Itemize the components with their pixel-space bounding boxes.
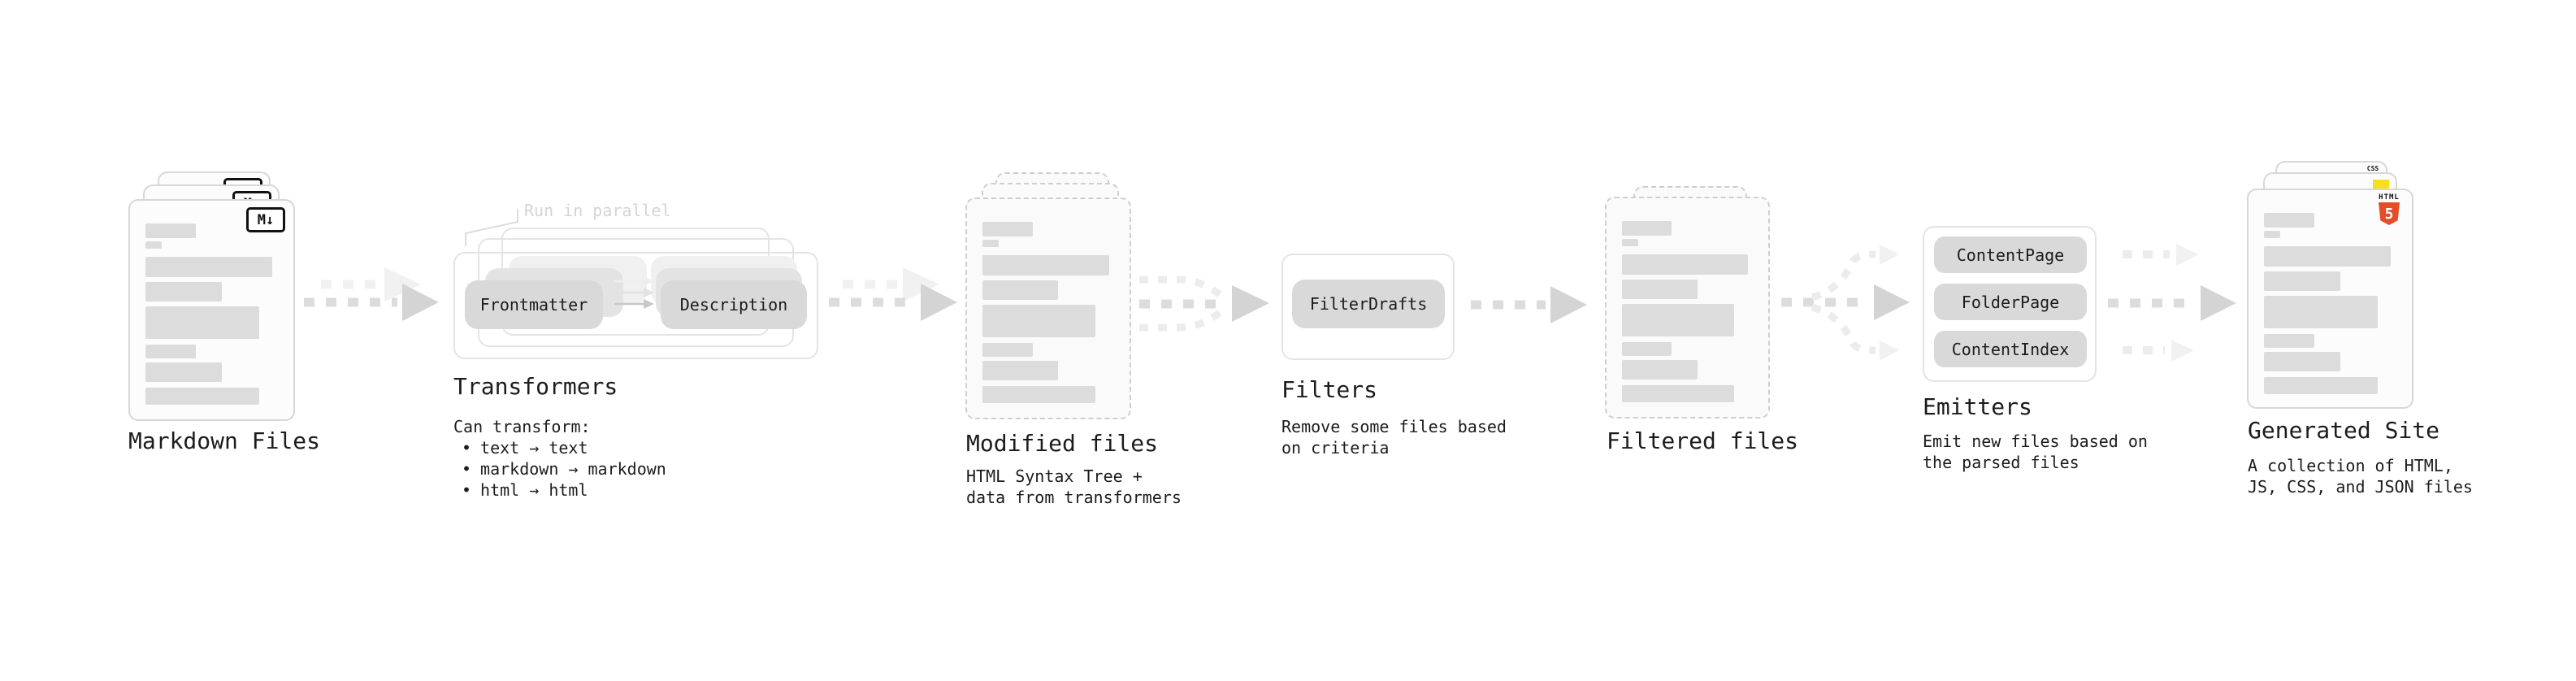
- desc-line: A collection of HTML,: [2248, 456, 2453, 475]
- bullet-glyph: •: [462, 459, 472, 479]
- content-bar: [2264, 377, 2379, 394]
- content-bar: [1622, 342, 1672, 356]
- content-bar: [2264, 296, 2379, 328]
- html5-icon: HTML 5: [2376, 193, 2402, 225]
- desc-line: data from transformers: [966, 488, 1182, 507]
- html5-icon-label: HTML: [2379, 193, 2400, 202]
- desc-line: JS, CSS, and JSON files: [2248, 477, 2473, 497]
- desc-line: on criteria: [1281, 438, 1390, 458]
- content-bar: [145, 345, 196, 358]
- run-in-parallel-note: Run in parallel: [524, 201, 671, 220]
- content-bar: [982, 240, 1000, 247]
- stage-title-markdown-files: Markdown Files: [128, 427, 321, 454]
- modified-files-description: HTML Syntax Tree + data from transformer…: [966, 466, 1182, 508]
- bullet-item: • html → html: [453, 479, 666, 501]
- file-card-front: [965, 197, 1131, 419]
- arrow-transformers-to-modified: [829, 267, 957, 321]
- bullet-text: html → html: [480, 480, 588, 500]
- arrow-split-filtered-to-emitters: [1781, 245, 1910, 361]
- content-bar: [982, 280, 1059, 300]
- desc-line: the parsed files: [1923, 453, 2079, 472]
- arrow-merge-modified-to-filters: [1139, 275, 1269, 332]
- bullet-glyph: •: [462, 438, 472, 458]
- content-bar: [1622, 221, 1672, 236]
- content-bar: [982, 222, 1033, 236]
- pill-contentindex: ContentIndex: [1934, 331, 2087, 367]
- content-bar: [1622, 254, 1748, 275]
- content-bar: [2264, 246, 2392, 267]
- desc-line: Emit new files based on: [1923, 432, 2148, 451]
- content-bar: [982, 386, 1096, 403]
- content-bar: [2264, 271, 2340, 291]
- stage-title-filters: Filters: [1281, 376, 1378, 403]
- stage-title-modified-files: Modified files: [966, 430, 1159, 457]
- desc-line: HTML Syntax Tree +: [966, 466, 1143, 486]
- arrow-filters-to-filtered: [1471, 286, 1587, 323]
- pill-folderpage: FolderPage: [1934, 284, 2087, 320]
- file-card-front: HTML 5: [2247, 189, 2413, 409]
- content-bar: [145, 223, 196, 238]
- file-card-front: M↓: [128, 199, 295, 421]
- javascript-icon: [2373, 180, 2389, 190]
- bullet-text: text → text: [480, 438, 588, 458]
- content-bar: [2264, 213, 2314, 228]
- content-bar: [2264, 334, 2314, 348]
- content-bar: [1622, 360, 1698, 380]
- content-bar: [1622, 304, 1735, 336]
- file-content-placeholder: [2264, 213, 2396, 394]
- pill-filterdrafts: FilterDrafts: [1292, 280, 1445, 328]
- arrow-markdown-to-transformers: [304, 267, 439, 321]
- content-bar: [982, 361, 1059, 380]
- stage-title-generated-site: Generated Site: [2248, 417, 2440, 444]
- transformers-description: Can transform: • text → text • markdown → …: [453, 416, 666, 501]
- emitters-description: Emit new files based on the parsed files: [1923, 431, 2148, 473]
- content-bar: [2264, 352, 2340, 371]
- content-bar: [145, 282, 222, 301]
- bullet-glyph: •: [462, 480, 472, 500]
- bullet-text: markdown → markdown: [480, 459, 666, 479]
- content-bar: [982, 343, 1033, 357]
- content-bar: [145, 306, 260, 339]
- content-bar: [982, 305, 1096, 337]
- bullet-item: • markdown → markdown: [453, 458, 666, 479]
- file-content-placeholder: [145, 223, 278, 405]
- markdown-icon: M↓: [246, 207, 285, 232]
- css-icon-label: CSS: [2366, 165, 2379, 172]
- content-bar: [1622, 280, 1698, 299]
- content-bar: [145, 388, 260, 405]
- content-bar: [2264, 231, 2281, 238]
- html5-icon-shield: 5: [2379, 202, 2400, 225]
- bullet-item: • text → text: [453, 437, 666, 458]
- stage-title-filtered-files: Filtered files: [1607, 427, 1799, 454]
- pill-contentpage: ContentPage: [1934, 236, 2087, 273]
- content-bar: [1622, 239, 1639, 246]
- pill-description: Description: [661, 280, 807, 329]
- desc-heading: Can transform:: [453, 417, 591, 436]
- desc-line: Remove some files based: [1281, 417, 1507, 436]
- content-bar: [982, 255, 1109, 275]
- content-bar: [145, 257, 273, 277]
- file-content-placeholder: [982, 222, 1114, 403]
- generated-site-description: A collection of HTML, JS, CSS, and JSON …: [2248, 455, 2473, 497]
- stage-title-transformers: Transformers: [453, 373, 618, 400]
- arrow-emitters-to-generated: [2108, 244, 2236, 362]
- file-content-placeholder: [1622, 221, 1753, 402]
- content-bar: [145, 362, 222, 382]
- pill-frontmatter: Frontmatter: [465, 280, 603, 329]
- content-bar: [145, 241, 163, 249]
- content-bar: [1622, 385, 1735, 402]
- stage-title-emitters: Emitters: [1923, 393, 2032, 420]
- filters-description: Remove some files based on criteria: [1281, 416, 1507, 458]
- file-card-front: [1605, 197, 1770, 419]
- transformer-panel-front: [453, 252, 818, 359]
